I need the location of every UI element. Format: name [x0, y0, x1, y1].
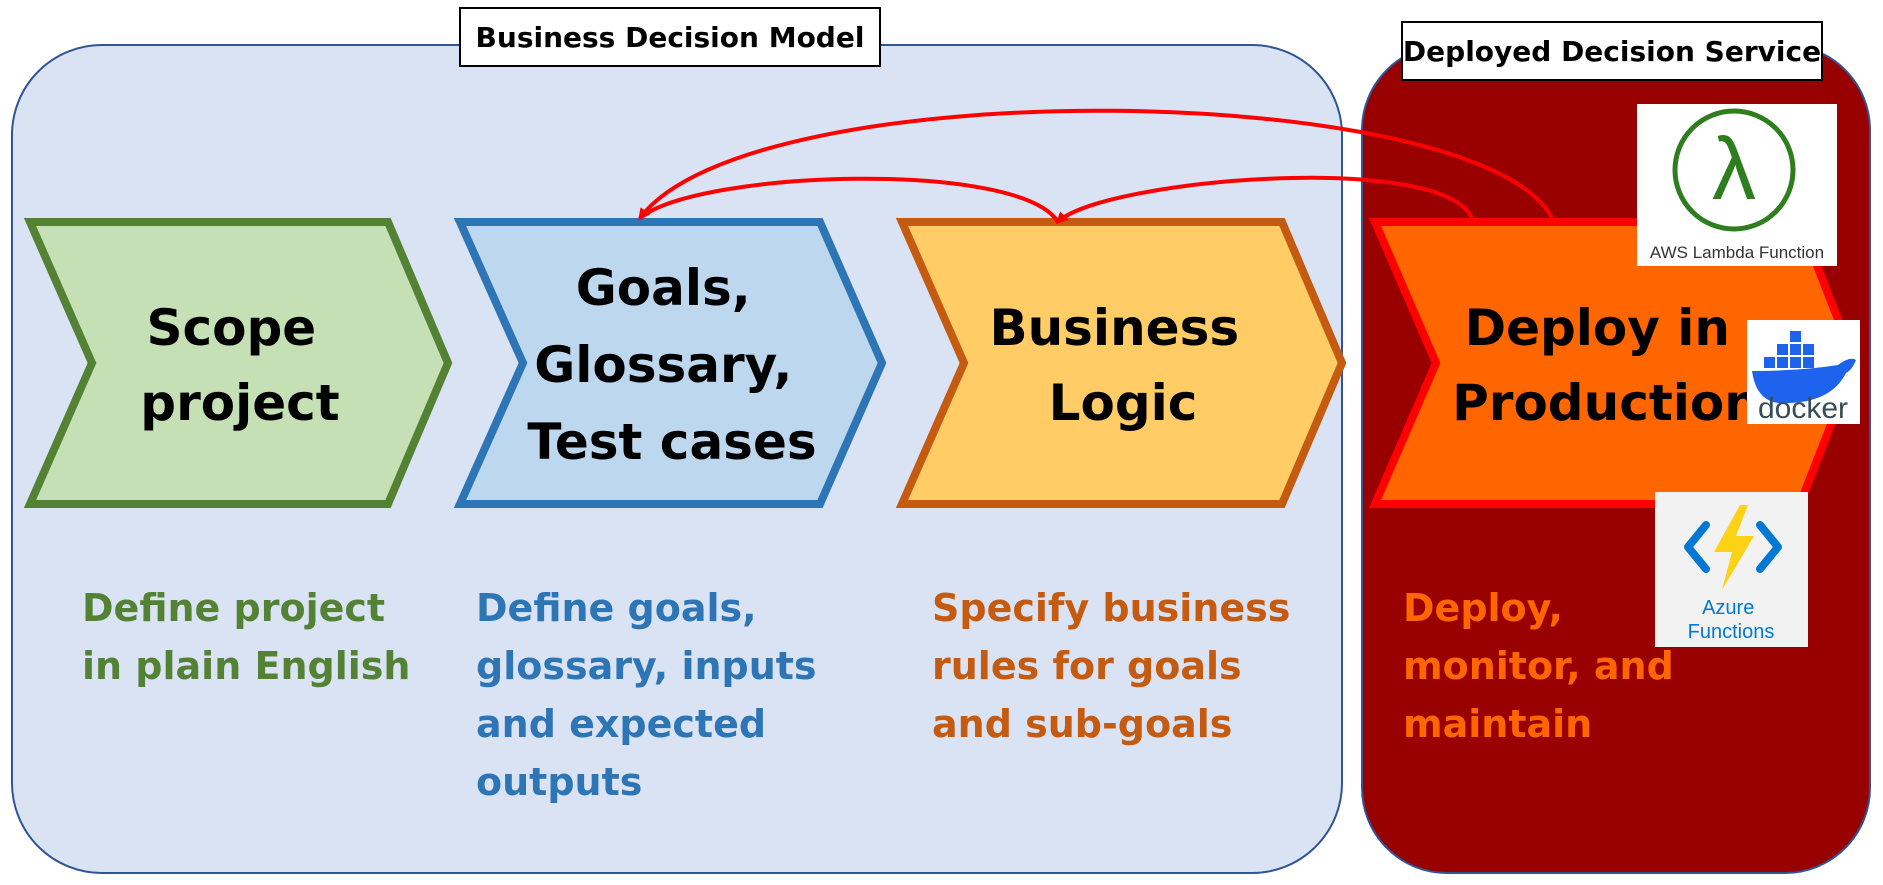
svg-text:λ: λ [1712, 119, 1756, 218]
chevron-business-logic [895, 218, 1347, 508]
svg-text:AWS Lambda Function: AWS Lambda Function [1650, 243, 1824, 262]
svg-text:Business Logic: Business Logic [989, 299, 1256, 432]
svg-text:Scope project: Scope project [140, 299, 339, 432]
azure-functions-logo: Azure Functions [1655, 492, 1808, 647]
feedback-arrow-to-business-logic [1055, 175, 1474, 225]
description-scope-project: Define project in plain English [82, 586, 410, 688]
svg-text:Deployed Decision Service: Deployed Decision Service [1403, 35, 1821, 68]
step-deploy-production: Deploy in Production [1368, 218, 1860, 508]
feedback-arrow-logic-to-goals [638, 176, 1060, 224]
description-business-logic: Specify business rules for goals and sub… [932, 586, 1304, 746]
deployed-decision-service-label: Deployed Decision Service [1401, 21, 1823, 81]
business-decision-model-label: Business Decision Model [459, 7, 881, 67]
chevron-scope-project [23, 218, 453, 508]
description-goals-glossary: Define goals, glossary, inputs and expec… [476, 586, 830, 804]
step-goals-glossary: Goals, Glossary, Test cases [453, 218, 887, 508]
feedback-arrow-to-goals [638, 108, 1554, 221]
lambda-icon [1672, 108, 1796, 232]
step-business-logic: Business Logic [895, 218, 1347, 508]
aws-lambda-logo: λ AWS Lambda Function [1637, 104, 1837, 266]
docker-whale-icon [1752, 331, 1856, 404]
svg-text:Business Decision Model: Business Decision Model [476, 21, 865, 54]
docker-logo: docker [1747, 320, 1860, 425]
azure-functions-icon [1684, 505, 1782, 590]
svg-text:Deploy in Production: Deploy in Production [1452, 299, 1760, 432]
chevron-goals-glossary [453, 218, 887, 508]
svg-text:Azure Functions: Azure Functions [1688, 597, 1775, 643]
description-deploy-production: Deploy, monitor, and maintain [1403, 586, 1687, 746]
svg-text:Goals, Glossary, T: Goals, Glossary, Test cases [527, 259, 816, 471]
step-scope-project: Scope project [23, 218, 453, 508]
svg-text:docker: docker [1758, 392, 1848, 425]
